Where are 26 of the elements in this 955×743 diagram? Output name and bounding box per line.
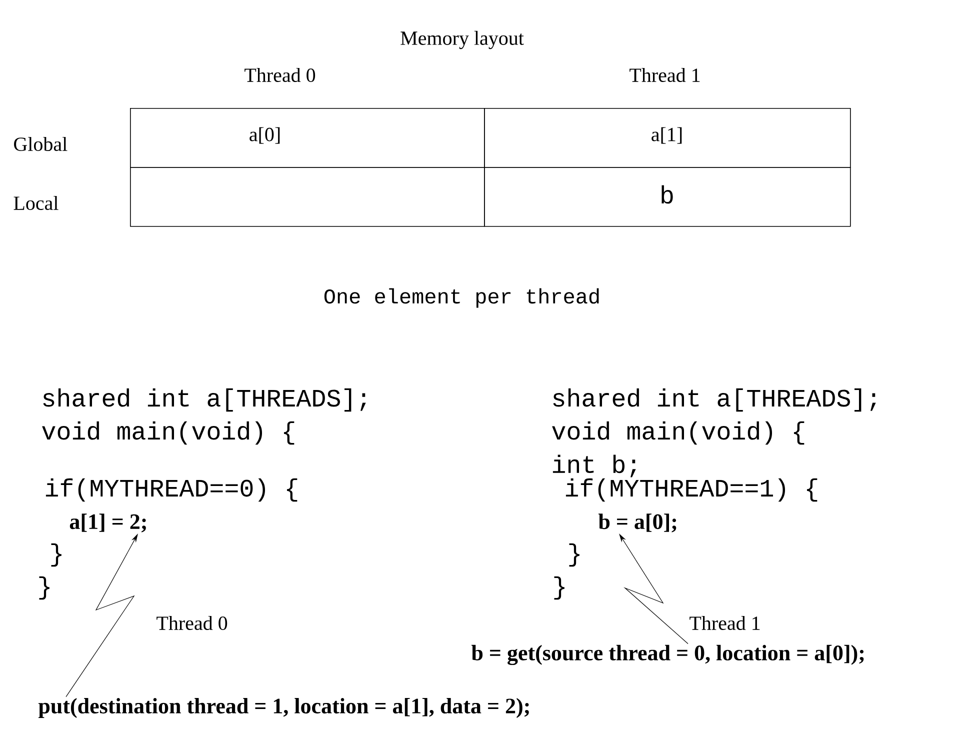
code-line: if(MYTHREAD==0) {: [46, 478, 298, 502]
code-line: }: [554, 576, 564, 600]
column-header: Thread 0: [244, 68, 316, 82]
code-line: void main(void) {: [42, 421, 294, 445]
code-line: }: [569, 543, 580, 567]
code-line: }: [51, 543, 62, 567]
thread-label: Thread 0: [156, 616, 228, 630]
title: Memory layout: [400, 30, 524, 50]
code-line: if(MYTHREAD==1) {: [566, 478, 818, 502]
row-label: Global: [14, 136, 68, 152]
row-label: Local: [14, 196, 58, 210]
code-statement: b = get(source thread = 0, location = a[0]);: [472, 644, 864, 666]
code-line: shared int a[THREADS];: [553, 388, 876, 412]
code-line: void main(void) {: [552, 421, 804, 445]
cell-text: a[0]: [250, 127, 280, 144]
code-line: shared int a[THREADS];: [43, 388, 366, 412]
code-line: }: [39, 576, 50, 600]
code-statement: put(destination thread = 1, location = a[1], data = 2);: [38, 698, 529, 718]
code-line: int b;: [552, 454, 636, 478]
caption-text: One element per thread: [324, 288, 599, 308]
code-statement: b = a[0];: [598, 514, 676, 532]
code-statement: a[1] = 2;: [70, 514, 146, 532]
cell-text: b: [662, 185, 673, 204]
column-header: Thread 1: [630, 68, 700, 82]
thread-label: Thread 1: [690, 616, 760, 630]
cell-text: a[1]: [652, 127, 682, 144]
